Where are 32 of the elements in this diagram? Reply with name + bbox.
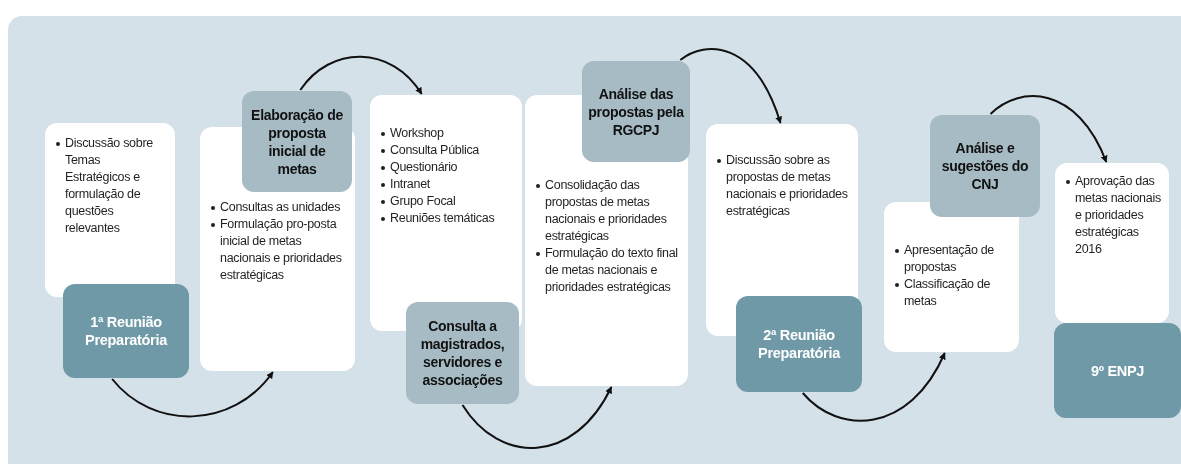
text-card <box>45 123 175 297</box>
step-box: Elaboração de proposta inicial de metas <box>242 91 352 192</box>
bullet-text: Questionário <box>390 160 458 174</box>
step-box: Análise e sugestões do CNJ <box>930 115 1040 217</box>
curved-arrow <box>111 371 274 418</box>
bullet-text: Discussão sobre Temas Estratégicos e formulação de questões relevantes <box>65 136 153 235</box>
bullet-text: Discussão sobre as propostas de metas nacionais e prioridades estratégicas <box>726 153 848 218</box>
bullet-text: Consolidação das propostas de metas nacionais e prioridades estratégicas <box>545 178 667 243</box>
text-card <box>884 202 1019 352</box>
bullet-text: Consultas as unidades <box>220 200 341 214</box>
stage-box: 2ª Reunião Preparatória <box>736 296 862 392</box>
bullet-text: Formulação pro-posta inicial de metas nacionais e prioridades estratégicas <box>220 217 342 282</box>
bullet-text: Apresentação de propostas <box>904 243 994 274</box>
curved-arrow <box>801 352 946 422</box>
stage-box: 9º ENPJ <box>1054 323 1181 418</box>
bullet-text: Classificação de metas <box>904 277 991 308</box>
step-box: Análise das propostas pela RGCPJ <box>582 61 690 162</box>
curved-arrow <box>461 386 613 449</box>
bullet-text: Consulta Pública <box>390 143 479 157</box>
bullet-text: Grupo Focal <box>390 194 456 208</box>
curved-arrow <box>679 48 782 124</box>
curved-arrow <box>989 95 1108 163</box>
stage-box: 1ª Reunião Preparatória <box>63 284 189 378</box>
text-card <box>1055 163 1169 323</box>
curved-arrow <box>299 55 423 95</box>
bullet-text: Aprovação das metas nacionais e prioridades estratégicas 2016 <box>1075 174 1161 256</box>
text-card <box>370 95 522 331</box>
step-box: Consulta a magistrados, servidores e associações <box>406 302 519 404</box>
bullet-text: Workshop <box>390 126 444 140</box>
bullet-text: Intranet <box>390 177 430 191</box>
bullet-text: Reuniões temáticas <box>390 211 495 225</box>
bullet-text: Formulação do texto final de metas nacionais e prioridades estratégicas <box>545 246 678 294</box>
